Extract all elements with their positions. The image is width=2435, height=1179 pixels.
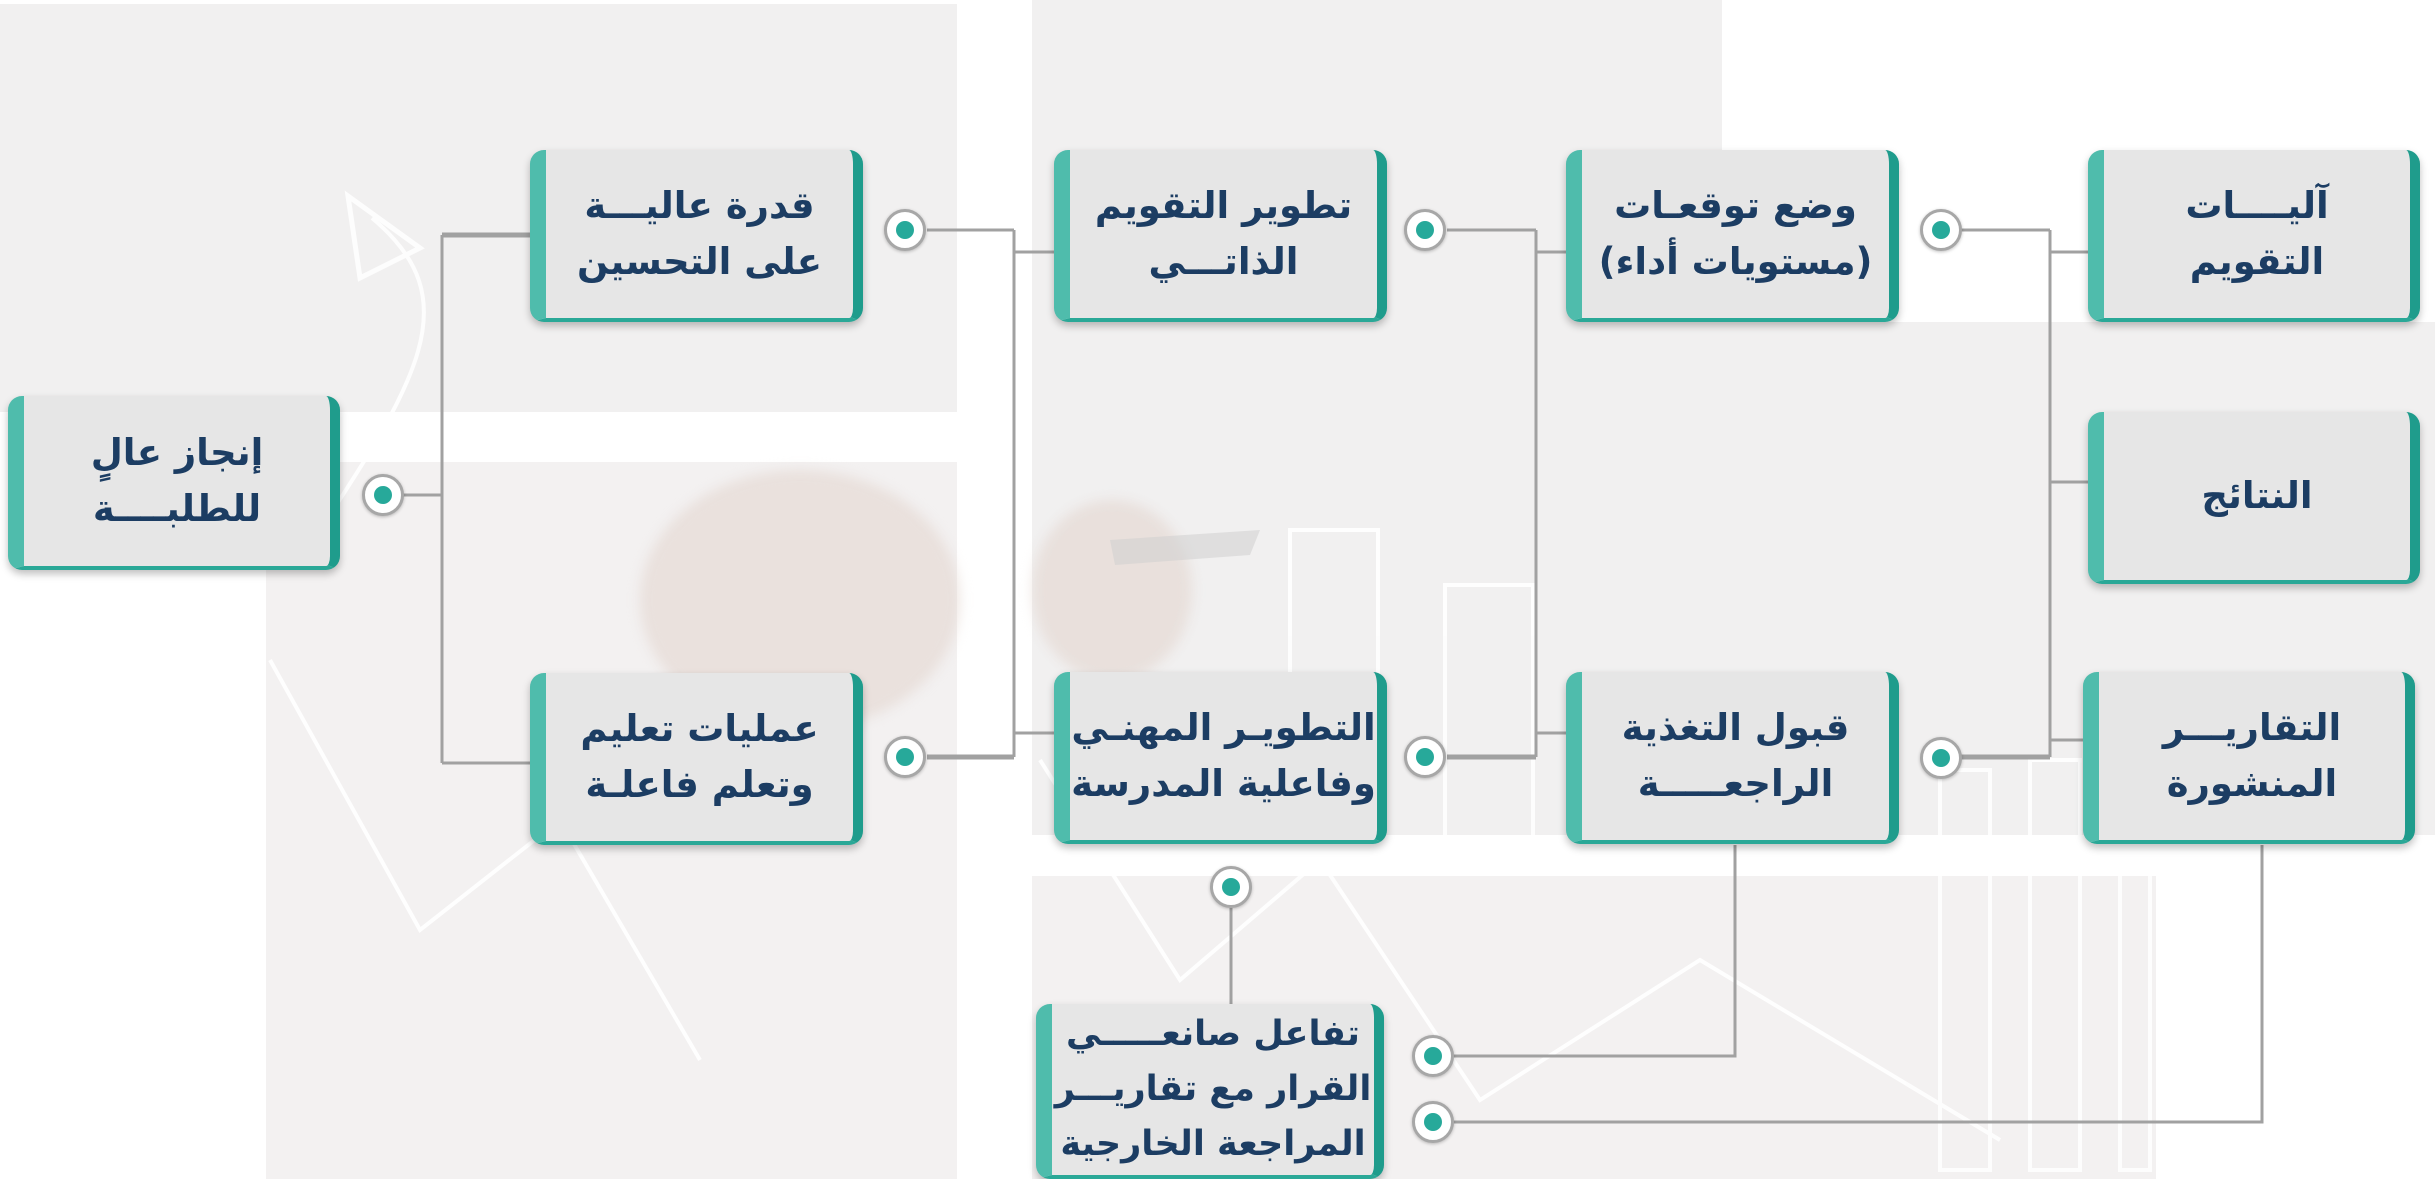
node-student-achievement: إنجاز عالٍ للطلبــــة <box>8 396 340 570</box>
connector-dot <box>1404 209 1446 251</box>
node-label: التقاريـــر المنشورة <box>2162 706 2342 805</box>
node-improvement-capacity: قدرة عاليـــة على التحسين <box>530 150 863 322</box>
node-self-evaluation: تطوير التقويم الذاتـــي <box>1054 150 1387 322</box>
connector-dot <box>1404 736 1446 778</box>
node-label: إنجاز عالٍ للطلبــــة <box>90 431 264 530</box>
background-hand-photo-right <box>1032 500 1192 680</box>
connector-dot <box>1920 737 1962 779</box>
connector-dot <box>362 474 404 516</box>
node-evaluation-mechanisms: آليــــات التقويم <box>2088 150 2420 322</box>
connector-dot <box>1412 1035 1454 1077</box>
node-label: النتائج <box>2201 474 2313 517</box>
node-label: تفاعل صانعـــــي القرار مع تقاريـــر الم… <box>1054 1014 1372 1164</box>
node-label: آليــــات التقويم <box>2185 184 2329 283</box>
node-label: عمليات تعليم وتعلم فاعلـة <box>580 707 819 806</box>
node-feedback: قبول التغذية الراجعـــــة <box>1566 672 1899 844</box>
node-label: قبول التغذية الراجعـــــة <box>1621 706 1850 805</box>
connector-dot <box>1210 866 1252 908</box>
node-label: وضع توقعـات (مستويات أداء) <box>1598 184 1873 283</box>
connector-dot <box>1412 1101 1454 1143</box>
node-label: التطويـر المهنـي وفاعلية المدرسة <box>1071 706 1376 805</box>
node-expectations: وضع توقعـات (مستويات أداء) <box>1566 150 1899 322</box>
node-decision-makers: تفاعل صانعـــــي القرار مع تقاريـــر الم… <box>1036 1004 1384 1179</box>
node-professional-development: التطويـر المهنـي وفاعلية المدرسة <box>1054 672 1387 844</box>
node-label: قدرة عاليـــة على التحسين <box>576 184 823 283</box>
connector-dot <box>884 736 926 778</box>
connector-dot <box>884 209 926 251</box>
node-teaching-learning: عمليات تعليم وتعلم فاعلـة <box>530 673 863 845</box>
node-label: تطوير التقويم الذاتـــي <box>1094 184 1353 283</box>
connector-dot <box>1920 209 1962 251</box>
node-results: النتائج <box>2088 412 2420 584</box>
node-published-reports: التقاريـــر المنشورة <box>2083 672 2415 844</box>
